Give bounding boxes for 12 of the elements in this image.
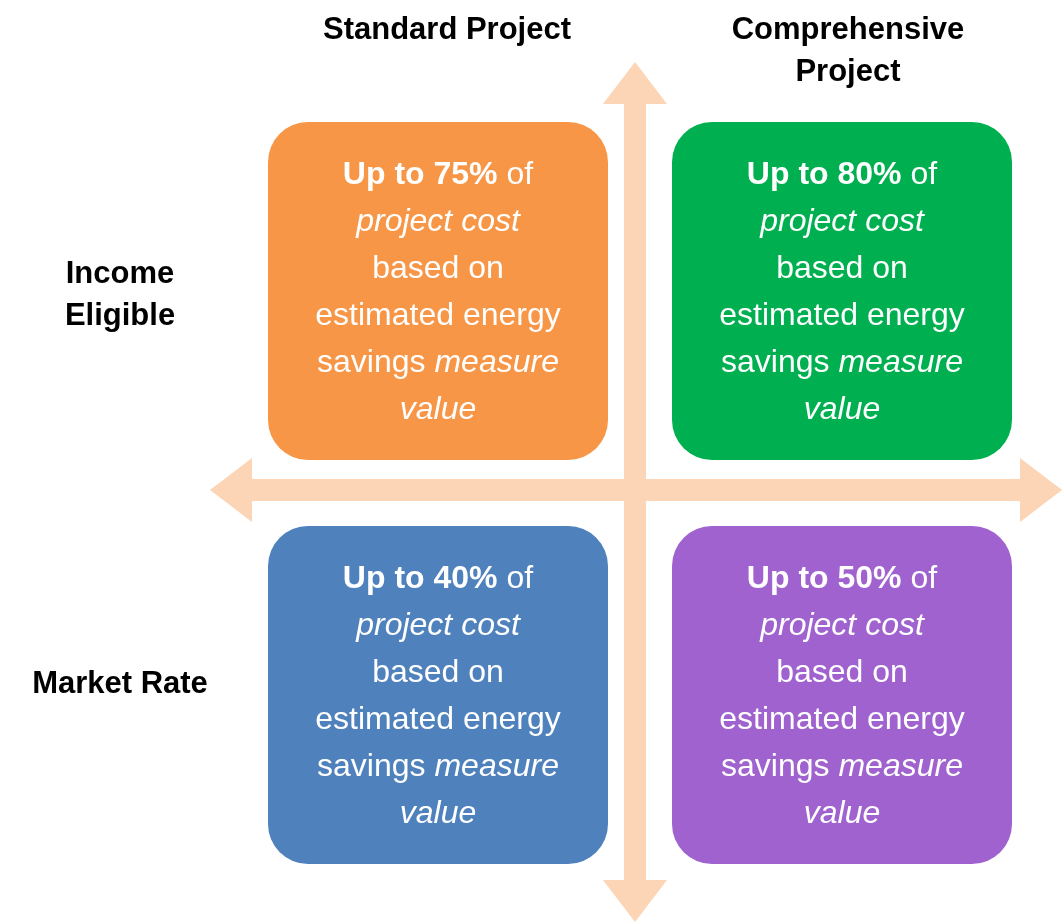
quadrant-box: [268, 526, 608, 864]
column-heading: Standard Project: [322, 10, 572, 48]
row-heading: Income Eligible: [63, 254, 177, 334]
quadrant-text: Up to 75% of project cost based on estimated energy savings measure value: [314, 154, 562, 428]
column-heading: Comprehensive Project: [730, 10, 966, 90]
quadrant-box: [672, 526, 1012, 864]
quadrant-box: [672, 122, 1012, 460]
quadrant-box: [268, 122, 608, 460]
row-heading: Market Rate: [31, 664, 209, 702]
quadrant-text: Up to 40% of project cost based on estimated energy savings measure value: [314, 558, 562, 832]
quadrant-text: Up to 80% of project cost based on estimated energy savings measure value: [718, 154, 966, 428]
quadrant-text: Up to 50% of project cost based on estimated energy savings measure value: [718, 558, 966, 832]
